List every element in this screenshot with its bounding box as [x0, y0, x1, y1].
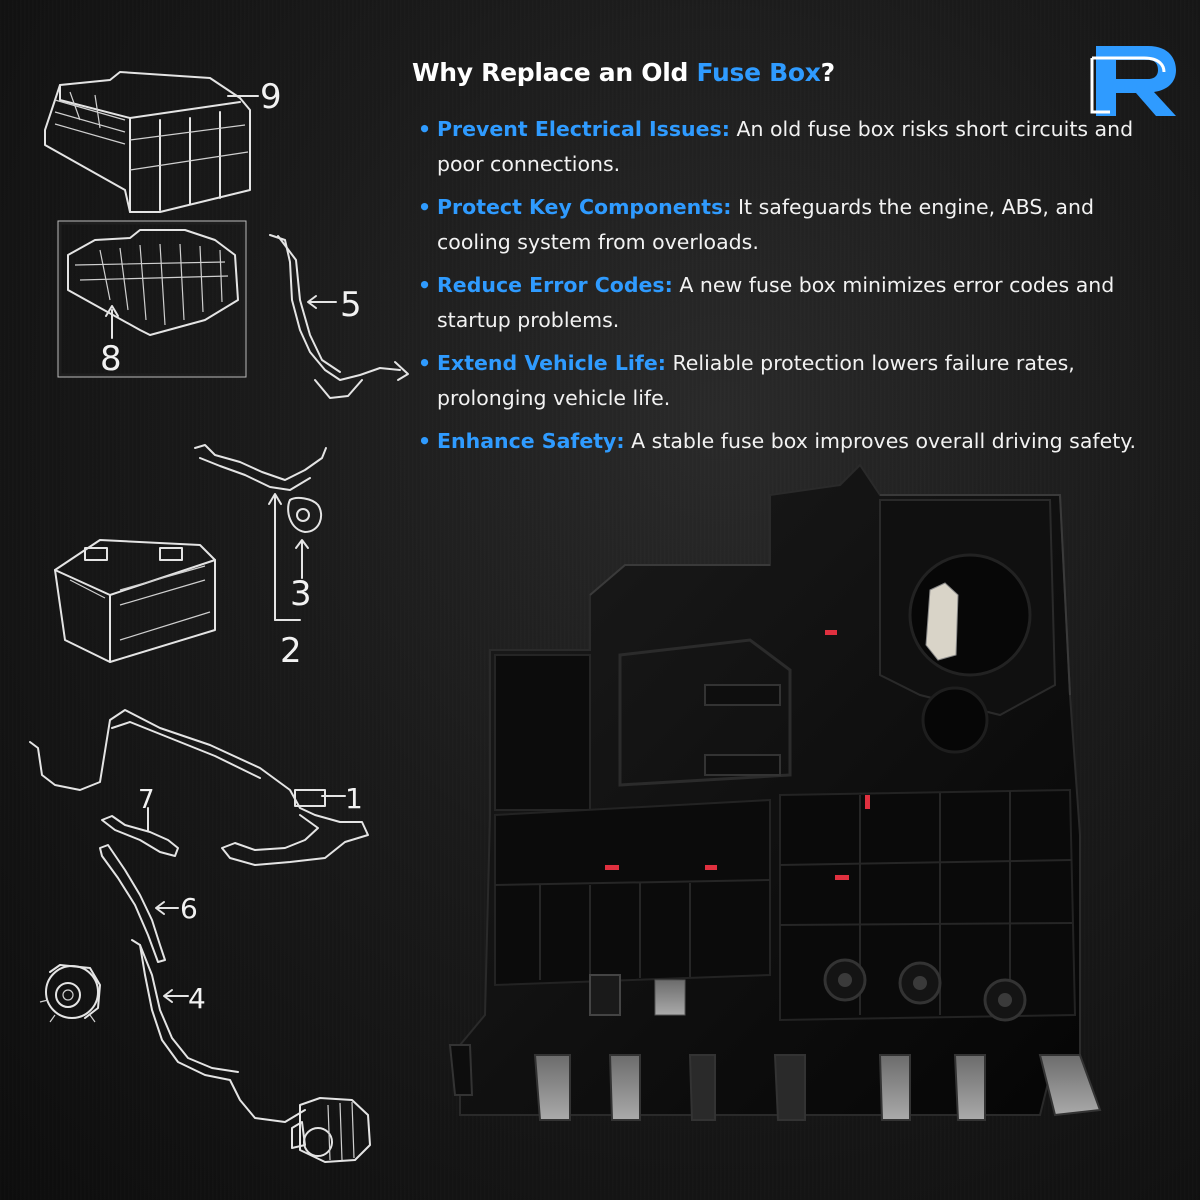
bullet-icon: •	[418, 273, 432, 297]
battery-cable-2-3-drawing: 3 2	[194, 444, 327, 671]
callout-1: 1	[345, 782, 363, 815]
battery-cable-5-drawing: 5	[269, 234, 409, 399]
benefit-term: Reduce Error Codes:	[437, 273, 673, 297]
title-highlight: Fuse Box	[696, 58, 821, 87]
bullet-icon: •	[418, 351, 432, 375]
callout-6: 6	[180, 892, 198, 925]
callout-5: 5	[340, 285, 362, 325]
fuse-box-base-drawing: 8	[57, 220, 247, 379]
benefit-term: Protect Key Components:	[437, 195, 732, 219]
benefit-text: An old fuse box risks short circuits and…	[437, 117, 1134, 176]
benefit-text: A new fuse box minimizes error codes and…	[437, 273, 1115, 332]
benefits-list: •Prevent Electrical Issues: An old fuse …	[418, 112, 1138, 467]
callout-3: 3	[290, 574, 312, 614]
cable-4-drawing: 4	[131, 939, 306, 1123]
cable-7-drawing: 7	[101, 785, 179, 857]
benefit-item: •Protect Key Components: It safeguards t…	[418, 190, 1138, 260]
callout-8: 8	[100, 339, 122, 379]
benefit-item: •Enhance Safety: A stable fuse box impro…	[418, 424, 1138, 459]
benefit-item: •Reduce Error Codes: A new fuse box mini…	[418, 268, 1138, 338]
battery-drawing	[54, 539, 216, 663]
callout-4: 4	[188, 982, 206, 1015]
callout-9: 9	[260, 77, 282, 117]
benefit-term: Enhance Safety:	[437, 429, 625, 453]
benefit-item: •Extend Vehicle Life: Reliable protectio…	[418, 346, 1138, 416]
callout-2: 2	[280, 631, 302, 671]
parts-diagram: 9 8 5 3 2	[29, 71, 409, 1163]
benefit-text: It safeguards the engine, ABS, and cooli…	[437, 195, 1094, 254]
bullet-icon: •	[418, 429, 432, 453]
benefit-text: A stable fuse box improves overall drivi…	[624, 429, 1137, 453]
brand-logo-icon: R	[1090, 36, 1176, 116]
callout-7: 7	[138, 785, 155, 815]
benefit-term: Extend Vehicle Life:	[437, 351, 666, 375]
starter-motor-drawing	[291, 1097, 371, 1163]
title-suffix: ?	[820, 58, 836, 87]
battery-cable-1-drawing: 1	[29, 709, 369, 866]
brand-logo-letter: R	[1090, 36, 1091, 37]
bullet-icon: •	[418, 195, 432, 219]
benefit-text: Reliable protection lowers failure rates…	[437, 351, 1075, 410]
bullet-icon: •	[418, 117, 432, 141]
cable-6-drawing: 6	[99, 844, 198, 963]
alternator-drawing	[39, 964, 101, 1023]
title-prefix: Why Replace an Old	[412, 58, 697, 87]
fuse-box-cover-drawing: 9	[44, 71, 282, 213]
fuse-box-product-image	[448, 463, 1102, 1121]
page-title: Why Replace an Old Fuse Box?	[412, 58, 835, 87]
benefit-item: •Prevent Electrical Issues: An old fuse …	[418, 112, 1138, 182]
benefit-term: Prevent Electrical Issues:	[437, 117, 730, 141]
